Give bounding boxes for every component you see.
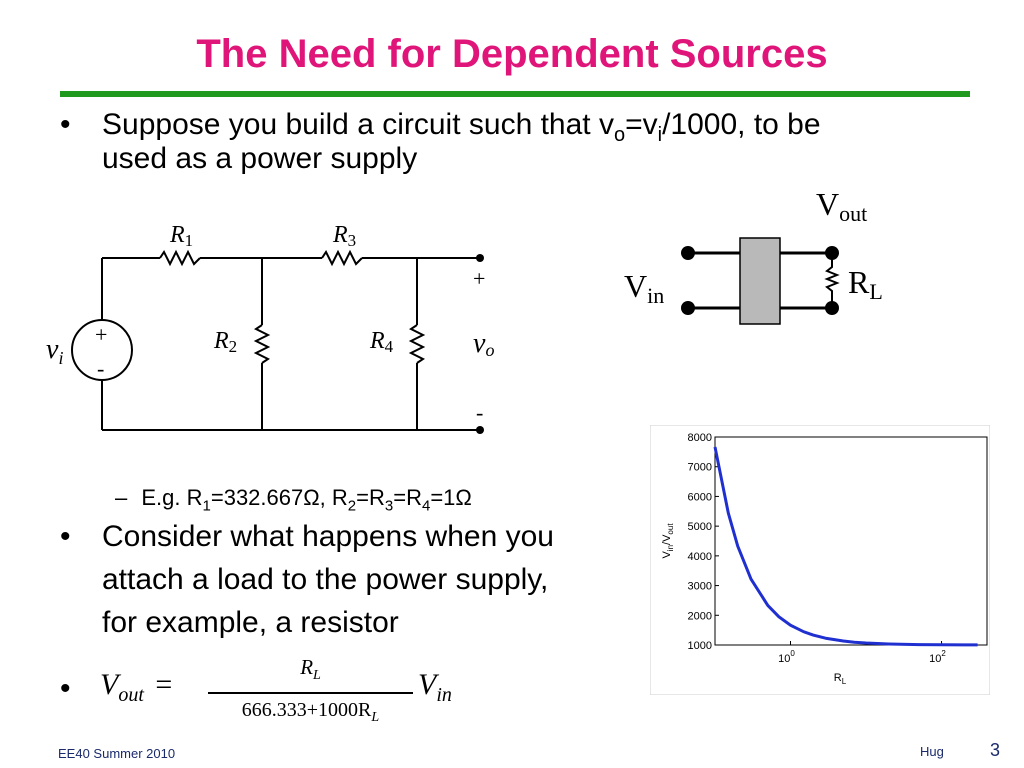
eq-den-sub: L: [371, 710, 380, 726]
sub-bullet-post: =1Ω: [430, 485, 472, 510]
bullet-dot: •: [60, 520, 71, 553]
svg-text:RL: RL: [848, 264, 883, 304]
eq-den: 666.333+1000R: [241, 699, 372, 722]
eq-num-r: R: [300, 655, 314, 679]
label-vi-sub: i: [58, 348, 63, 368]
x-axis-label: RL: [834, 672, 847, 686]
sub-bullet-s2: 2: [347, 497, 357, 515]
source-plus-sign: +: [95, 322, 107, 347]
bullet-2-line3: for example, a resistor: [102, 606, 399, 639]
output-terminal-bottom: [476, 426, 484, 434]
label-vout-sub: out: [839, 201, 867, 226]
sub-bullet-pre: E.g. R: [141, 485, 203, 510]
svg-text:R2: R2: [213, 328, 237, 356]
bullet-1-post: /1000, to be: [662, 108, 821, 141]
label-r3: R: [332, 222, 348, 248]
sub-bullet-s3: 3: [384, 497, 394, 515]
sub-bullet-mid1: =332.667Ω, R: [210, 485, 348, 510]
svg-text:R4: R4: [369, 328, 394, 356]
eq-vout: V: [100, 668, 119, 701]
y-tick-label: 6000: [688, 491, 712, 503]
bullet-1-text: Suppose you build a circuit such that v: [102, 108, 614, 141]
eq-equals: =: [155, 668, 173, 701]
label-rl: R: [848, 264, 870, 300]
y-axis-label: Vin/Vout: [661, 523, 675, 559]
label-r4-sub: 4: [385, 337, 394, 356]
label-r1-sub: 1: [185, 231, 194, 250]
label-r3-sub: 3: [348, 231, 357, 250]
output-plus-sign: +: [473, 266, 485, 291]
page-number: 3: [990, 740, 1001, 760]
y-tick-label: 8000: [688, 432, 712, 444]
label-rl-sub: L: [869, 279, 882, 304]
label-vi: v: [46, 334, 59, 365]
output-node-top: [825, 246, 839, 260]
svg-text:R3: R3: [332, 222, 356, 250]
label-vin: V: [624, 268, 647, 304]
bullet-1-sub-i: i: [657, 124, 663, 146]
y-tick-label: 1000: [688, 640, 712, 652]
bullet-dot: •: [60, 672, 71, 705]
svg-text:R1: R1: [169, 222, 193, 250]
bullet-2-line1: Consider what happens when you: [102, 520, 554, 553]
label-vo-sub: o: [485, 340, 494, 360]
sub-bullet-mid2: =R: [356, 485, 385, 510]
svg-text:Vin: Vin: [624, 268, 664, 308]
power-supply-block-diagram: Vout Vin RL: [624, 186, 883, 325]
power-supply-box: [739, 237, 781, 325]
svg-text:vo: vo: [473, 328, 494, 360]
bullet-1-sub-o: o: [613, 124, 626, 146]
y-tick-label: 3000: [688, 581, 712, 593]
label-r2: R: [213, 328, 229, 354]
input-terminal-bottom: [681, 301, 695, 315]
sub-bullet-example: – E.g. R1=332.667Ω, R2=R3=R4=1Ω: [115, 485, 472, 519]
title-underline: [60, 91, 970, 97]
eq-vout-sub: out: [118, 684, 144, 706]
output-minus-sign: -: [476, 400, 483, 425]
label-r2-sub: 2: [229, 337, 238, 356]
bullet-2-line2: attach a load to the power supply,: [102, 563, 549, 596]
output-terminal-top: [476, 254, 484, 262]
sub-bullet-s4: 4: [421, 497, 431, 515]
x-tick-label: 100: [778, 649, 795, 665]
sub-bullet-s1: 1: [202, 497, 211, 515]
ladder-circuit-diagram: R1 R3 R2 R4 vi vo + - + -: [46, 222, 494, 434]
eq-fraction-bar: [208, 692, 413, 695]
plot-area: [714, 436, 988, 646]
input-terminal-top: [681, 246, 695, 260]
series-line: [713, 446, 978, 647]
label-r1: R: [169, 222, 185, 248]
y-tick-label: 5000: [688, 521, 712, 533]
sub-bullet-dash: –: [115, 485, 128, 510]
output-node-bottom: [825, 301, 839, 315]
svg-text:Vout: Vout: [816, 186, 867, 226]
label-r4: R: [369, 328, 385, 354]
svg-text:vi: vi: [46, 334, 63, 368]
bullet-1-eq: =v: [625, 108, 658, 141]
y-tick-label: 7000: [688, 462, 712, 474]
eq-vin-sub: in: [436, 684, 452, 706]
bullet-dot: •: [60, 108, 71, 141]
bullet-2: • Consider what happens when you attach …: [60, 520, 650, 650]
label-vin-sub: in: [647, 283, 664, 308]
eq-vin: V: [418, 668, 437, 701]
bullet-1-line2: used as a power supply: [102, 142, 418, 175]
y-tick-label: 4000: [688, 551, 712, 563]
x-tick-label: 102: [929, 649, 946, 665]
label-vo: v: [473, 328, 486, 359]
bullet-3-equation: • Vout = RL 666.333+1000RL Vin: [60, 654, 520, 726]
source-minus-sign: -: [97, 356, 104, 381]
label-vout: V: [816, 186, 839, 222]
eq-num-sub: L: [313, 668, 321, 684]
footer-author: Hug: [920, 744, 944, 759]
slide-title: The Need for Dependent Sources: [196, 32, 828, 76]
sub-bullet-mid3: =R: [393, 485, 422, 510]
load-resistor-symbol: [824, 253, 840, 308]
footer-course: EE40 Summer 2010: [58, 746, 176, 761]
y-tick-label: 2000: [688, 610, 712, 622]
